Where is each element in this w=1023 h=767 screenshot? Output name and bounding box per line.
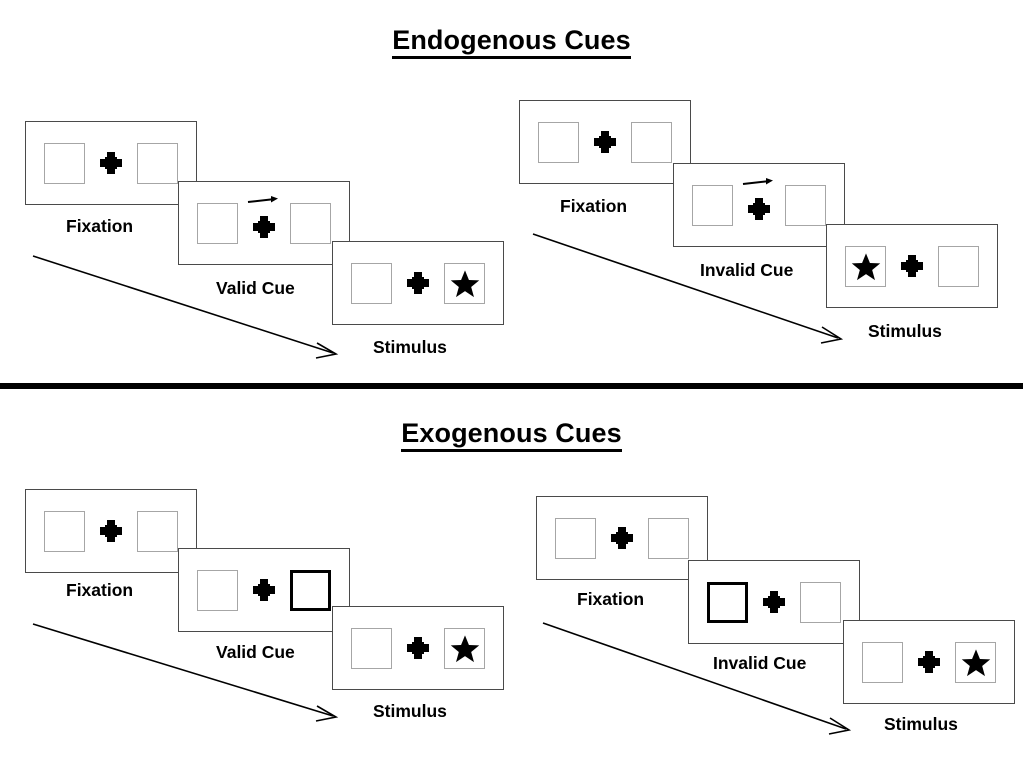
section-title-exogenous-text: Exogenous Cues xyxy=(401,418,622,452)
panel-exogenous-valid-stimulus xyxy=(332,606,504,690)
panel-content xyxy=(26,122,196,204)
right-box xyxy=(800,581,841,623)
section-divider xyxy=(0,383,1023,389)
caption-endogenous-invalid-fixation: Fixation xyxy=(560,196,628,216)
flow-arrow-endogenous-valid xyxy=(32,255,339,359)
caption-endogenous-valid-fixation: Fixation xyxy=(66,216,134,236)
panel-endogenous-invalid-cue xyxy=(673,163,845,247)
fixation-cross-plus xyxy=(611,527,633,549)
caption-endogenous-valid-stimulus: Stimulus xyxy=(373,337,447,357)
fixation-cross-plus xyxy=(100,152,122,174)
left-box xyxy=(845,245,886,287)
fixation-cross-wrap xyxy=(579,116,631,168)
fixation-cross-wrap xyxy=(85,505,137,557)
star-icon xyxy=(450,634,479,662)
left-box xyxy=(862,641,903,683)
fixation-cross-plus xyxy=(407,637,429,659)
fixation-cross-wrap xyxy=(238,196,290,249)
caption-endogenous-valid-cue: Valid Cue xyxy=(216,278,295,298)
fixation-cross-wrap xyxy=(886,240,938,292)
panel-exogenous-valid-fixation xyxy=(25,489,197,573)
panel-content xyxy=(844,621,1014,703)
flow-arrow-exogenous-invalid xyxy=(542,622,852,735)
left-box xyxy=(692,184,733,226)
right-box xyxy=(631,121,672,163)
left-box xyxy=(44,510,85,552)
panel-content xyxy=(827,225,997,307)
caption-exogenous-valid-stimulus: Stimulus xyxy=(373,701,447,721)
fixation-cross-plus xyxy=(594,131,616,153)
section-title-endogenous: Endogenous Cues xyxy=(0,25,1023,59)
caption-exogenous-invalid-stimulus: Stimulus xyxy=(884,714,958,734)
right-box xyxy=(444,627,485,669)
left-box xyxy=(351,262,392,304)
panel-exogenous-invalid-fixation xyxy=(536,496,708,580)
left-box xyxy=(44,142,85,184)
panel-content xyxy=(179,549,349,631)
fixation-cross-wrap xyxy=(392,257,444,309)
panel-endogenous-valid-stimulus xyxy=(332,241,504,325)
left-box xyxy=(538,121,579,163)
fixation-cross-plus xyxy=(918,651,940,673)
right-box xyxy=(938,245,979,287)
panel-endogenous-valid-cue xyxy=(178,181,350,265)
flow-arrow-exogenous-valid xyxy=(32,623,339,722)
fixation-cross-plus xyxy=(407,272,429,294)
panel-exogenous-invalid-cue xyxy=(688,560,860,644)
caption-exogenous-valid-fixation: Fixation xyxy=(66,580,134,600)
panel-content xyxy=(520,101,690,183)
star-icon xyxy=(450,269,479,297)
caption-endogenous-invalid-cue: Invalid Cue xyxy=(700,260,794,280)
panel-content xyxy=(179,182,349,264)
left-box-cued xyxy=(707,581,748,623)
section-title-endogenous-text: Endogenous Cues xyxy=(392,25,631,59)
fixation-cross-wrap xyxy=(903,636,955,688)
fixation-cross-wrap xyxy=(596,512,648,564)
fixation-cross-plus xyxy=(100,520,122,542)
arrow-right-icon xyxy=(742,178,773,185)
caption-exogenous-invalid-fixation: Fixation xyxy=(577,589,645,609)
right-box xyxy=(955,641,996,683)
panel-endogenous-valid-fixation xyxy=(25,121,197,205)
panel-content xyxy=(689,561,859,643)
panel-content xyxy=(674,164,844,246)
left-box xyxy=(351,627,392,669)
panel-content xyxy=(333,607,503,689)
right-box xyxy=(137,142,178,184)
left-box xyxy=(555,517,596,559)
fixation-cross-plus xyxy=(748,197,770,220)
caption-exogenous-valid-cue: Valid Cue xyxy=(216,642,295,662)
right-box xyxy=(444,262,485,304)
arrow-right-icon xyxy=(247,196,278,203)
star-icon xyxy=(961,648,990,676)
panel-endogenous-invalid-fixation xyxy=(519,100,691,184)
panel-content xyxy=(537,497,707,579)
right-box xyxy=(785,184,826,226)
fixation-cross-wrap xyxy=(392,622,444,674)
section-title-exogenous: Exogenous Cues xyxy=(0,418,1023,452)
right-box-cued xyxy=(290,569,331,611)
fixation-cross-wrap xyxy=(733,178,785,231)
left-box xyxy=(197,202,238,244)
caption-exogenous-invalid-cue: Invalid Cue xyxy=(713,653,807,673)
panel-exogenous-valid-cue xyxy=(178,548,350,632)
fixation-cross-plus xyxy=(901,255,923,277)
fixation-cross-plus xyxy=(763,591,785,613)
panel-exogenous-invalid-stimulus xyxy=(843,620,1015,704)
star-icon xyxy=(851,252,880,280)
fixation-cross-wrap xyxy=(748,576,800,628)
left-box xyxy=(197,569,238,611)
fixation-cross-plus xyxy=(253,579,275,601)
panel-endogenous-invalid-stimulus xyxy=(826,224,998,308)
fixation-cross-wrap xyxy=(85,137,137,189)
panel-content xyxy=(333,242,503,324)
right-box xyxy=(648,517,689,559)
panel-content xyxy=(26,490,196,572)
right-box xyxy=(290,202,331,244)
right-box xyxy=(137,510,178,552)
fixation-cross-wrap xyxy=(238,564,290,616)
flow-arrow-endogenous-invalid xyxy=(532,233,844,344)
caption-endogenous-invalid-stimulus: Stimulus xyxy=(868,321,942,341)
fixation-cross-plus xyxy=(253,215,275,238)
